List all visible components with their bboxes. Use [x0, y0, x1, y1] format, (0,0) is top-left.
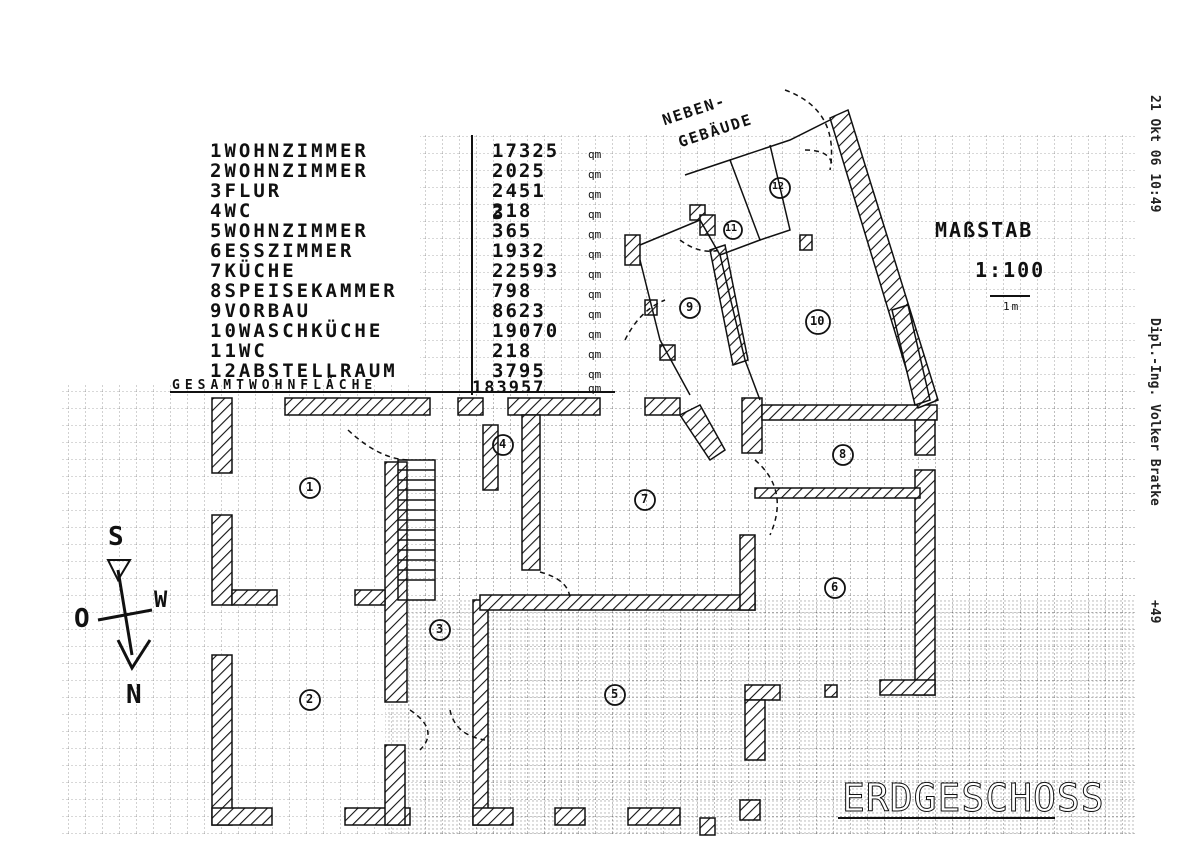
fax-country-code: +49 — [1147, 600, 1162, 624]
total-area: 183957 — [472, 378, 546, 398]
room-name: 2WOHNZIMMER — [210, 160, 369, 182]
total-unit: qm — [588, 382, 602, 395]
room-area: 1932 — [492, 240, 546, 262]
room-unit: qm — [588, 328, 602, 341]
room-area: 798 — [492, 280, 533, 302]
compass-s: S — [108, 522, 126, 552]
compass-o: O — [74, 604, 92, 634]
room-unit: qm — [588, 208, 602, 221]
room-unit: qm — [588, 268, 602, 281]
room-unit: qm — [588, 148, 602, 161]
total-label: GESAMTWOHNFLÄCHE — [172, 378, 378, 393]
room-area: 218 — [492, 340, 533, 362]
room-name: 11WC — [210, 340, 268, 362]
room-number-10: 10 — [810, 314, 825, 328]
room-number-7: 7 — [641, 492, 649, 506]
room-name: 6ESSZIMMER — [210, 240, 355, 262]
compass-n: N — [126, 680, 144, 710]
room-area: 22593 — [492, 260, 560, 282]
room-name: 12ABSTELLRAUM — [210, 360, 398, 382]
room-number-2: 2 — [306, 692, 314, 706]
room-number-4: 4 — [499, 437, 507, 451]
room-number-12: 12 — [772, 181, 785, 192]
room-area: 19070 — [492, 320, 560, 342]
compass-graphic — [97, 559, 153, 672]
room-unit: qm — [588, 248, 602, 261]
door-swings — [347, 89, 833, 751]
room-unit: qm — [588, 168, 602, 181]
room-area: 2025 — [492, 160, 546, 182]
room-unit: qm — [588, 228, 602, 241]
room-name: 3FLUR — [210, 180, 283, 202]
room-number-5: 5 — [611, 687, 619, 701]
room-circles — [299, 177, 854, 711]
room-number-1: 1 — [306, 480, 314, 494]
room-area: 2451 3 — [492, 180, 546, 224]
room-area: 365 — [492, 220, 533, 242]
annex-outlines — [639, 119, 831, 401]
scale-value: 1:100 — [975, 258, 1046, 282]
compass-w: W — [154, 588, 170, 613]
room-number-3: 3 — [436, 622, 444, 636]
room-name: 4WC — [210, 200, 254, 222]
room-name: 10WASCHKÜCHE — [210, 320, 384, 342]
room-unit: qm — [588, 348, 602, 361]
room-area: 218 — [492, 200, 533, 222]
room-unit: qm — [588, 188, 602, 201]
staircase — [397, 459, 436, 601]
scale-bar-label: 1m — [1003, 300, 1021, 313]
walls-annex — [624, 108, 939, 462]
room-area: 17325 — [492, 140, 560, 162]
room-unit: qm — [588, 288, 602, 301]
room-number-9: 9 — [686, 300, 694, 314]
room-area: 3795 — [492, 360, 546, 382]
scale-label: MAßSTAB — [935, 218, 1034, 242]
room-number-6: 6 — [831, 580, 839, 594]
room-name: 9VORBAU — [210, 300, 312, 322]
floor-title: ERDGESCHOSS — [842, 776, 1105, 821]
fax-sender: Dipl.-Ing. Volker Bratke — [1147, 318, 1162, 506]
room-number-11: 11 — [725, 223, 738, 234]
room-area: 8623 — [492, 300, 546, 322]
room-unit: qm — [588, 308, 602, 321]
fax-timestamp: 21 Okt 06 10:49 — [1147, 95, 1162, 213]
walls-main — [211, 397, 938, 836]
room-name: 8SPEISEKAMMER — [210, 280, 398, 302]
room-number-8: 8 — [839, 447, 847, 461]
room-name: 1WOHNZIMMER — [210, 140, 369, 162]
room-unit: qm — [588, 368, 602, 381]
room-name: 5WOHNZIMMER — [210, 220, 369, 242]
room-name: 7KÜCHE — [210, 260, 297, 282]
